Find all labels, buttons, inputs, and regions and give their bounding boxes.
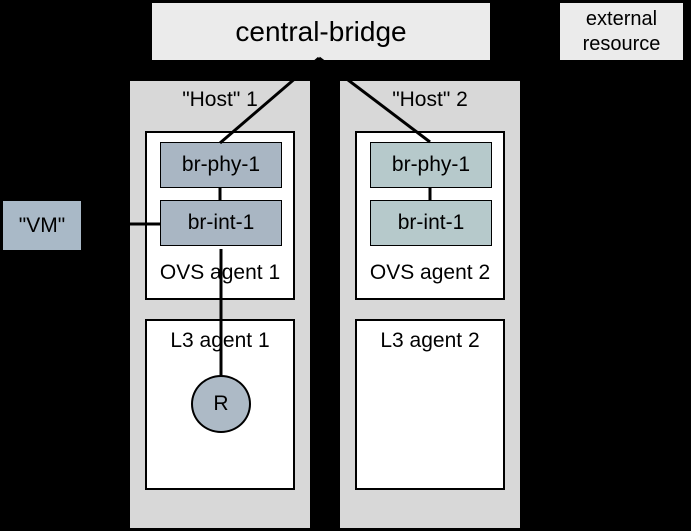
br-phy-1-host-2-box: br-phy-1	[370, 142, 492, 188]
router-label: R	[213, 392, 229, 415]
vm-label: "VM"	[18, 213, 66, 237]
external-resource-box: external resource	[560, 3, 683, 60]
central-bridge-label: central-bridge	[235, 15, 407, 47]
ovs-agent-2-label: OVS agent 2	[369, 261, 491, 284]
vm-box: "VM"	[3, 201, 81, 250]
br-int-1-host-2-box: br-int-1	[370, 200, 492, 246]
router-circle: R	[191, 375, 251, 433]
host-1-title: "Host" 1	[182, 88, 258, 111]
central-bridge-box: central-bridge	[152, 3, 490, 60]
ovs-agent-1-box: br-phy-1 br-int-1 OVS agent 1	[145, 131, 295, 300]
l3-agent-2-label: L3 agent 2	[380, 329, 480, 352]
l3-agent-1-label: L3 agent 1	[170, 329, 270, 352]
br-phy-1-host-1-box: br-phy-1	[160, 142, 282, 188]
host-2-panel: "Host" 2 br-phy-1 br-int-1 OVS agent 2 L…	[340, 81, 520, 528]
ovs-agent-1-label: OVS agent 1	[159, 261, 281, 284]
ovs-agent-2-box: br-phy-1 br-int-1 OVS agent 2	[355, 131, 505, 300]
external-resource-label: external resource	[582, 7, 661, 55]
host-2-title: "Host" 2	[392, 88, 468, 111]
br-int-1-host-1-box: br-int-1	[160, 200, 282, 246]
l3-agent-2-box: L3 agent 2	[355, 319, 505, 490]
host-1-panel: "Host" 1 br-phy-1 br-int-1 OVS agent 1 L…	[130, 81, 310, 528]
l3-agent-1-box: L3 agent 1 R	[145, 319, 295, 490]
